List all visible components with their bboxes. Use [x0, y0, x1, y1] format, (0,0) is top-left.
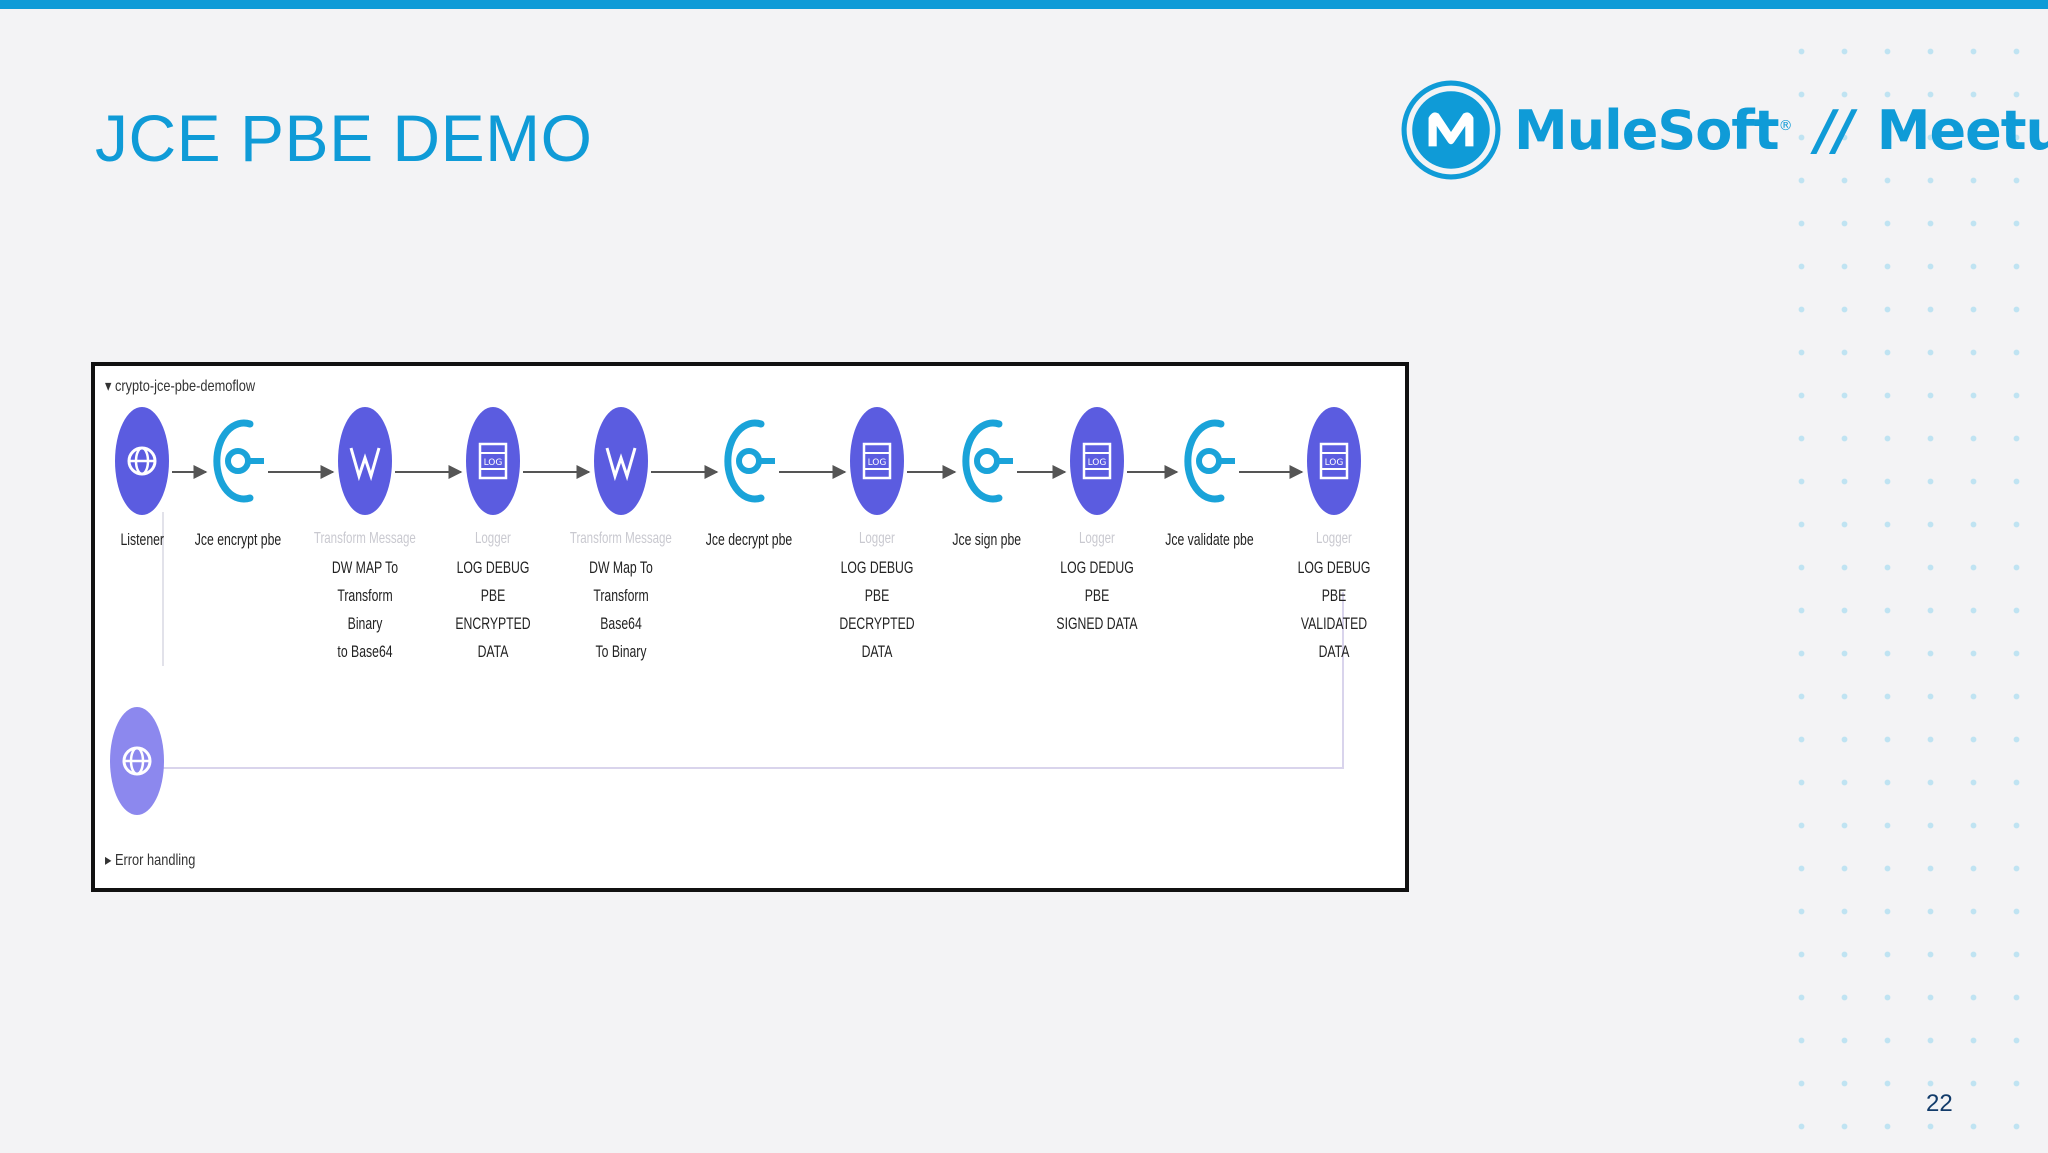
dataweave-icon — [338, 407, 392, 515]
node-description: LOG DEBUG PBE DECRYPTED DATA — [839, 558, 915, 661]
decorative-dot-grid — [1780, 30, 2048, 1153]
node-description: LOG DEDUG PBE SIGNED DATA — [1056, 558, 1138, 633]
flow-name[interactable]: ▾ crypto-jce-pbe-demoflow — [105, 378, 256, 395]
slide-title: JCE PBE DEMO — [95, 101, 593, 175]
log-icon: LOG — [1307, 407, 1361, 515]
node-description: LOG DEBUG PBE ENCRYPTED DATA — [455, 558, 531, 661]
node-type: Logger — [1079, 530, 1115, 547]
log-icon: LOG — [1070, 407, 1124, 515]
flow-node-crypto[interactable]: Jce sign pbe — [927, 406, 1047, 550]
logo-suffix: Meetups — [1876, 98, 2048, 162]
node-type: Transform Message — [570, 530, 673, 547]
response-return-line — [155, 592, 1344, 769]
flow-node-listener[interactable]: Listener — [82, 406, 202, 550]
log-icon: LOG — [466, 407, 520, 515]
node-description: DW Map To Transform Base64 To Binary — [589, 558, 653, 661]
svg-text:LOG: LOG — [484, 458, 503, 468]
node-type: Logger — [1316, 530, 1352, 547]
flow-node-crypto[interactable]: Jce validate pbe — [1149, 406, 1269, 550]
node-label: Jce sign pbe — [952, 530, 1022, 549]
node-description: DW MAP To Transform Binary to Base64 — [331, 558, 399, 661]
response-node[interactable] — [77, 706, 197, 816]
globe-icon — [115, 407, 169, 515]
mulesoft-meetups-logo: MuleSoft® // Meetups — [1400, 78, 2048, 182]
top-accent-bar — [0, 0, 2048, 9]
flow-node-transform[interactable]: Transform Message DW MAP To Transform Bin… — [305, 406, 425, 666]
flow-connectors — [155, 465, 1344, 769]
flow-name-text: crypto-jce-pbe-demoflow — [114, 378, 256, 395]
crypto-key-icon — [724, 419, 775, 503]
logo-brand: MuleSoft — [1514, 98, 1780, 162]
flow-canvas-screenshot: ▾ crypto-jce-pbe-demoflow Listener Jce e… — [91, 362, 1409, 892]
logo-separator: // — [1815, 98, 1853, 162]
logo-registered-mark: ® — [1778, 117, 1793, 134]
svg-text:LOG: LOG — [868, 458, 887, 468]
flow-node-transform[interactable]: Transform Message DW Map To Transform Bas… — [561, 406, 681, 666]
dataweave-icon — [594, 407, 648, 515]
node-type: Logger — [859, 530, 895, 547]
node-type: Logger — [475, 530, 511, 547]
node-label: Listener — [120, 530, 164, 549]
error-handling-text: Error handling — [114, 852, 196, 869]
node-type: Transform Message — [314, 530, 417, 547]
flow-node-crypto[interactable]: Jce encrypt pbe — [178, 406, 298, 550]
node-description: LOG DEBUG PBE VALIDATED DATA — [1297, 558, 1371, 661]
node-label: Jce encrypt pbe — [194, 530, 282, 549]
node-label: Jce decrypt pbe — [705, 530, 793, 549]
logo-wordmark: MuleSoft® // Meetups — [1514, 99, 2048, 162]
globe-response-icon — [110, 707, 164, 815]
flow-node-crypto[interactable]: Jce decrypt pbe — [689, 406, 809, 550]
mulesoft-logo-icon — [1401, 80, 1501, 180]
error-handling-toggle[interactable]: ▸ Error handling — [105, 852, 196, 869]
log-icon: LOG — [850, 407, 904, 515]
svg-text:LOG: LOG — [1088, 458, 1107, 468]
node-label: Jce validate pbe — [1164, 530, 1254, 549]
crypto-key-icon — [962, 419, 1013, 503]
crypto-key-icon — [213, 419, 264, 503]
svg-text:LOG: LOG — [1325, 458, 1344, 468]
slide-number: 22 — [1926, 1090, 1953, 1117]
crypto-key-icon — [1184, 419, 1235, 503]
